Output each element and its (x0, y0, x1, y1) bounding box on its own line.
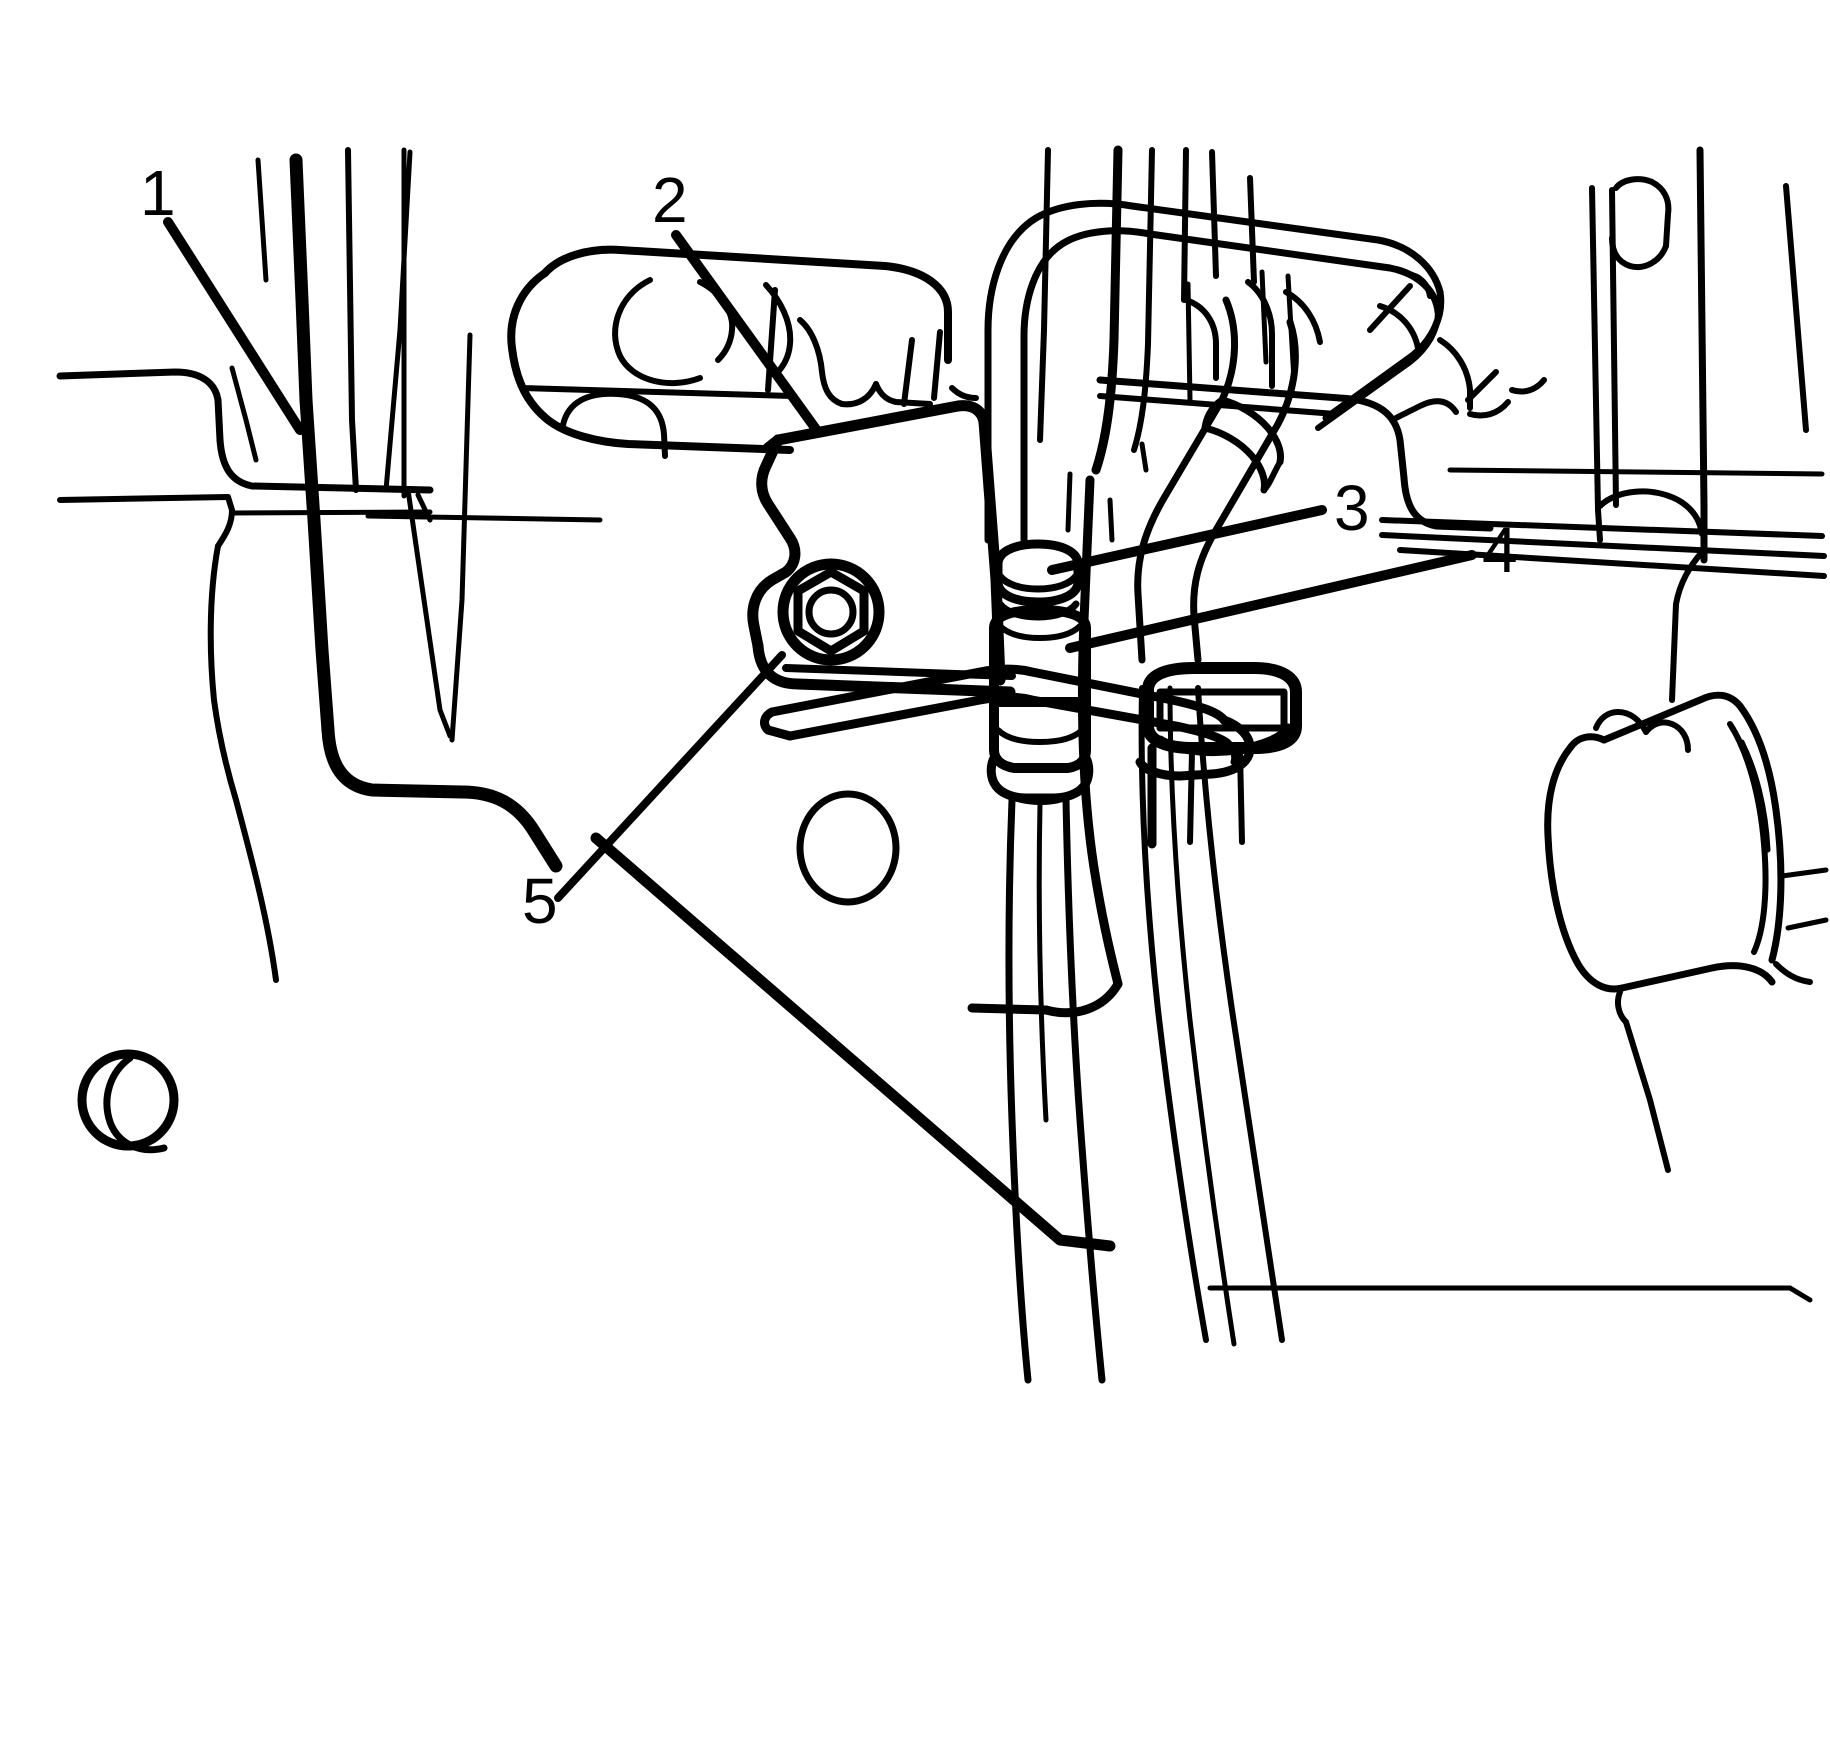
callout-label-2: 2 (652, 164, 688, 236)
hose-end-fitting (986, 697, 1106, 1384)
upper-tube-loop (984, 199, 1445, 544)
right-vertical-pillar (1589, 146, 1809, 703)
background-ribs (1037, 147, 1297, 543)
leader-5 (554, 651, 786, 902)
leader-2 (671, 230, 823, 437)
secondary-thin-pipe (229, 157, 269, 463)
hex-bolt (777, 558, 885, 666)
callout-leaders (163, 217, 1477, 902)
drain-hole-circle (77, 1049, 179, 1154)
leader-1 (163, 217, 305, 435)
clamp-strap (760, 664, 1255, 781)
retaining-clip (1142, 662, 1302, 849)
callout-label-3: 3 (1334, 472, 1370, 544)
threaded-tube-nut (989, 539, 1091, 707)
right-rounded-canister (1544, 691, 1829, 1173)
callout-label-1: 1 (140, 157, 176, 229)
leader-4 (1065, 550, 1477, 653)
brake-pipe-line (289, 153, 563, 873)
callout-label-5: 5 (522, 865, 558, 937)
flex-hose (1134, 296, 1299, 1347)
callout-label-4: 4 (1482, 514, 1518, 586)
upper-pad-assembly (507, 245, 979, 459)
body-panel-outline (56, 147, 1813, 1303)
access-hole-oval (796, 790, 900, 906)
leader-3 (1047, 505, 1327, 575)
